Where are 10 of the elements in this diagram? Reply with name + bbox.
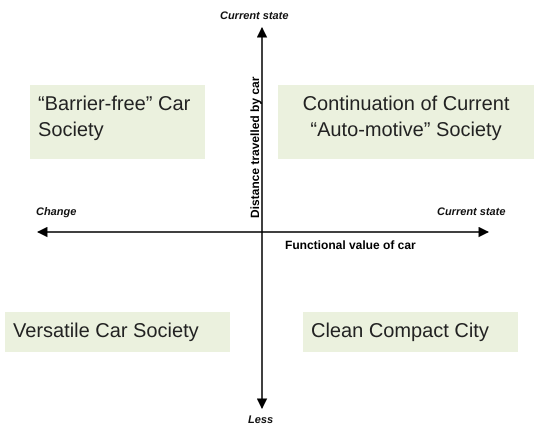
axis-end-label: Current state xyxy=(437,206,506,218)
quadrant-box: Versatile Car Society xyxy=(5,312,230,352)
axis-end-label: Current state xyxy=(220,10,288,22)
quadrant-box: “Barrier-free” Car Society xyxy=(30,85,205,159)
axis-end-label: Less xyxy=(248,414,274,426)
quadrant-box: Clean Compact City xyxy=(303,312,518,352)
axis-title: Functional value of car xyxy=(285,238,416,252)
axis-title: Distance travelled by car xyxy=(248,76,262,218)
quadrant-box: Continuation of Current “Auto-motive” Society xyxy=(278,85,534,159)
axis-end-label: Change xyxy=(36,206,76,218)
